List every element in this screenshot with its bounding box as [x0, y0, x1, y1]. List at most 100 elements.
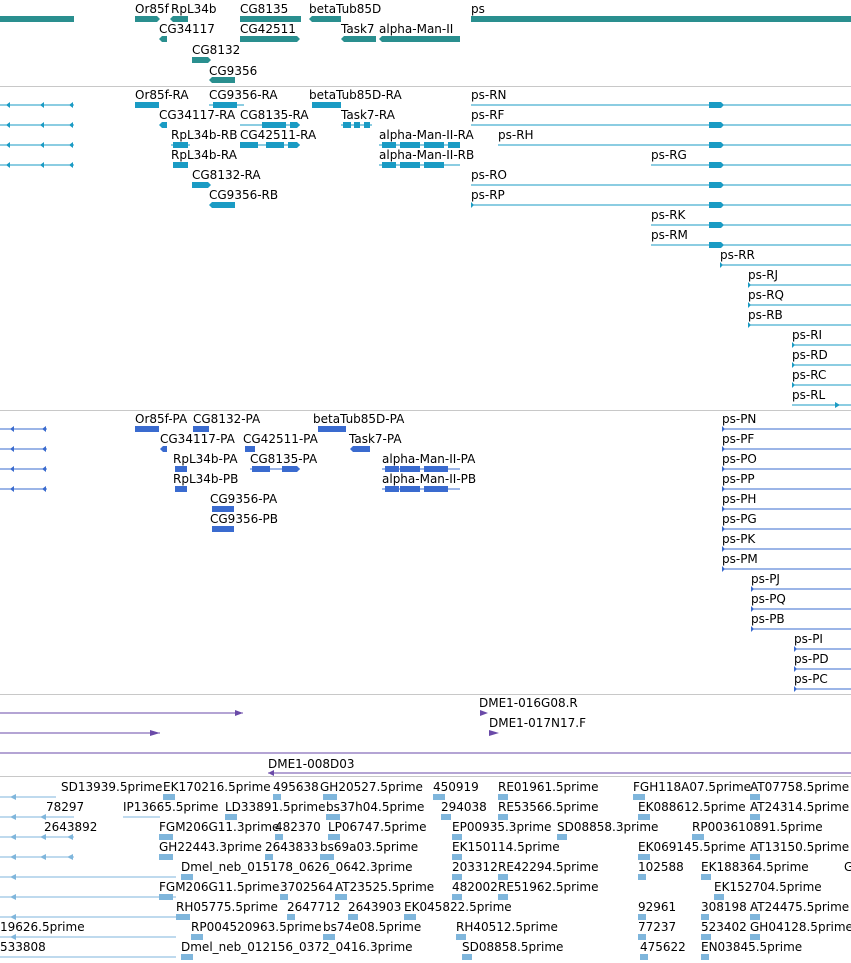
gene-feature[interactable]	[309, 16, 341, 22]
transcript-label[interactable]: ps-RK	[651, 208, 686, 222]
est-label[interactable]: EK069145.5prime	[638, 840, 746, 854]
transcript-label[interactable]: ps-RR	[720, 248, 755, 262]
est-label[interactable]: Dmel_neb_012156_0372_0416.3prime	[181, 940, 413, 954]
est-label[interactable]: SD13939.5prime	[61, 780, 163, 794]
gene-feature[interactable]	[135, 16, 160, 22]
gene-label[interactable]: CG42511	[240, 22, 296, 36]
protein-label[interactable]: ps-PH	[722, 492, 757, 506]
transcript-label[interactable]: RpL34b-RB	[171, 128, 238, 142]
est-label[interactable]: bs74e08.5prime	[323, 920, 422, 934]
transcript-label[interactable]: RpL34b-RA	[171, 148, 237, 162]
est-label[interactable]: GH20527.5prime	[320, 780, 423, 794]
transcript-label[interactable]: CG42511-RA	[240, 128, 317, 142]
est-label[interactable]: AT23525.5prime	[335, 880, 435, 894]
gene-label[interactable]: CG8132	[192, 43, 241, 57]
gene-label[interactable]: Task7	[341, 22, 375, 36]
est-label[interactable]: EK188364.5prime	[701, 860, 809, 874]
est-label[interactable]: LP06747.5prime	[328, 820, 427, 834]
transcript-label[interactable]: betaTub85D-RA	[309, 88, 402, 102]
est-label[interactable]: RE42294.5prime	[498, 860, 599, 874]
protein-label[interactable]: RpL34b-PB	[173, 472, 239, 486]
protein-label[interactable]: CG8135-PA	[250, 452, 318, 466]
est-label[interactable]: EK170216.5prime	[163, 780, 271, 794]
gene-label[interactable]: ps	[471, 2, 485, 16]
protein-label[interactable]: ps-PK	[722, 532, 756, 546]
gene-label[interactable]: RpL34b	[171, 2, 217, 16]
transcript-label[interactable]: ps-RL	[792, 388, 826, 402]
protein-label[interactable]: ps-PD	[794, 652, 829, 666]
est-label[interactable]: RH05775.5prime	[176, 900, 278, 914]
transcript-label[interactable]: CG9356-RB	[209, 188, 279, 202]
est-label[interactable]: RP004520963.5prime	[191, 920, 322, 934]
transcript-label[interactable]: ps-RQ	[748, 288, 784, 302]
est-label[interactable]: GH04128.5prime	[750, 920, 851, 934]
est-label[interactable]: 19626.5prime	[0, 920, 85, 934]
gene-feature[interactable]	[341, 36, 376, 42]
est-label[interactable]: RE01961.5prime	[498, 780, 599, 794]
protein-label[interactable]: ps-PI	[794, 632, 823, 646]
est-label[interactable]: 294038	[441, 800, 487, 814]
est-label[interactable]: G	[844, 860, 851, 874]
transcript-label[interactable]: ps-RO	[471, 168, 507, 182]
transcript-label[interactable]: CG8135-RA	[240, 108, 309, 122]
est-label[interactable]: EK045822.5prime	[404, 900, 512, 914]
est-label[interactable]: 482002	[452, 880, 498, 894]
est-label[interactable]: AT24475.5prime	[750, 900, 850, 914]
est-label[interactable]: 523402	[701, 920, 747, 934]
transcript-label[interactable]: Task7-RA	[341, 108, 395, 122]
est-label[interactable]: 482370	[275, 820, 321, 834]
est-label[interactable]: IP13665.5prime	[123, 800, 219, 814]
est-label[interactable]: 3702564	[280, 880, 334, 894]
gene-label[interactable]: betaTub85D	[309, 2, 382, 16]
protein-label[interactable]: alpha-Man-II-PA	[382, 452, 476, 466]
protein-feature[interactable]	[135, 426, 159, 432]
est-label[interactable]: 2643833	[265, 840, 319, 854]
est-label[interactable]: 308198	[701, 900, 747, 914]
est-label[interactable]: 92961	[638, 900, 677, 914]
protein-label[interactable]: ps-PO	[722, 452, 757, 466]
est-label[interactable]: 77237	[638, 920, 677, 934]
protein-label[interactable]: ps-PJ	[751, 572, 780, 586]
est-label[interactable]: 2647712	[287, 900, 341, 914]
transcript-label[interactable]: CG9356-RA	[209, 88, 278, 102]
transcript-label[interactable]: CG34117-RA	[159, 108, 236, 122]
transcript-label[interactable]: ps-RI	[792, 328, 823, 342]
est-label[interactable]: 533808	[0, 940, 46, 954]
est-label[interactable]: 450919	[433, 780, 479, 794]
est-label[interactable]: EN03845.5prime	[701, 940, 803, 954]
transcript-label[interactable]: CG8132-RA	[192, 168, 261, 182]
est-label[interactable]: 2643892	[44, 820, 98, 834]
est-label[interactable]: 102588	[638, 860, 684, 874]
transcript-label[interactable]: ps-RM	[651, 228, 688, 242]
protein-label[interactable]: ps-PN	[722, 412, 757, 426]
est-label[interactable]: bs69a03.5prime	[320, 840, 419, 854]
est-label[interactable]: bs37h04.5prime	[326, 800, 425, 814]
est-label[interactable]: EK088612.5prime	[638, 800, 746, 814]
protein-label[interactable]: ps-PP	[722, 472, 755, 486]
transcript-label[interactable]: ps-RD	[792, 348, 828, 362]
transcript-label[interactable]: ps-RG	[651, 148, 687, 162]
protein-label[interactable]: alpha-Man-II-PB	[382, 472, 477, 486]
est-label[interactable]: Dmel_neb_015178_0626_0642.3prime	[181, 860, 413, 874]
transcript-label[interactable]: Or85f-RA	[135, 88, 189, 102]
est-label[interactable]: RE51962.5prime	[498, 880, 599, 894]
est-label[interactable]: EP00935.3prime	[452, 820, 552, 834]
gene-label[interactable]: CG8135	[240, 2, 289, 16]
est-label[interactable]: SD08858.5prime	[462, 940, 564, 954]
gene-label[interactable]: CG9356	[209, 64, 258, 78]
transcript-label[interactable]: ps-RN	[471, 88, 507, 102]
clone-label[interactable]: DME1-008D03	[268, 757, 355, 771]
est-label[interactable]: 475622	[640, 940, 686, 954]
est-label[interactable]: FGM206G11.5prime	[159, 880, 280, 894]
protein-label[interactable]: CG34117-PA	[160, 432, 235, 446]
protein-label[interactable]: ps-PB	[751, 612, 785, 626]
gene-label[interactable]: alpha-Man-II	[379, 22, 454, 36]
est-label[interactable]: GH22443.3prime	[159, 840, 262, 854]
est-label[interactable]: FGM206G11.3prime	[159, 820, 280, 834]
transcript-label[interactable]: ps-RF	[471, 108, 505, 122]
est-label[interactable]: AT07758.5prime	[750, 780, 850, 794]
protein-label[interactable]: CG9356-PB	[210, 512, 279, 526]
protein-label[interactable]: RpL34b-PA	[173, 452, 238, 466]
protein-label[interactable]: ps-PM	[722, 552, 758, 566]
protein-label[interactable]: Task7-PA	[349, 432, 402, 446]
